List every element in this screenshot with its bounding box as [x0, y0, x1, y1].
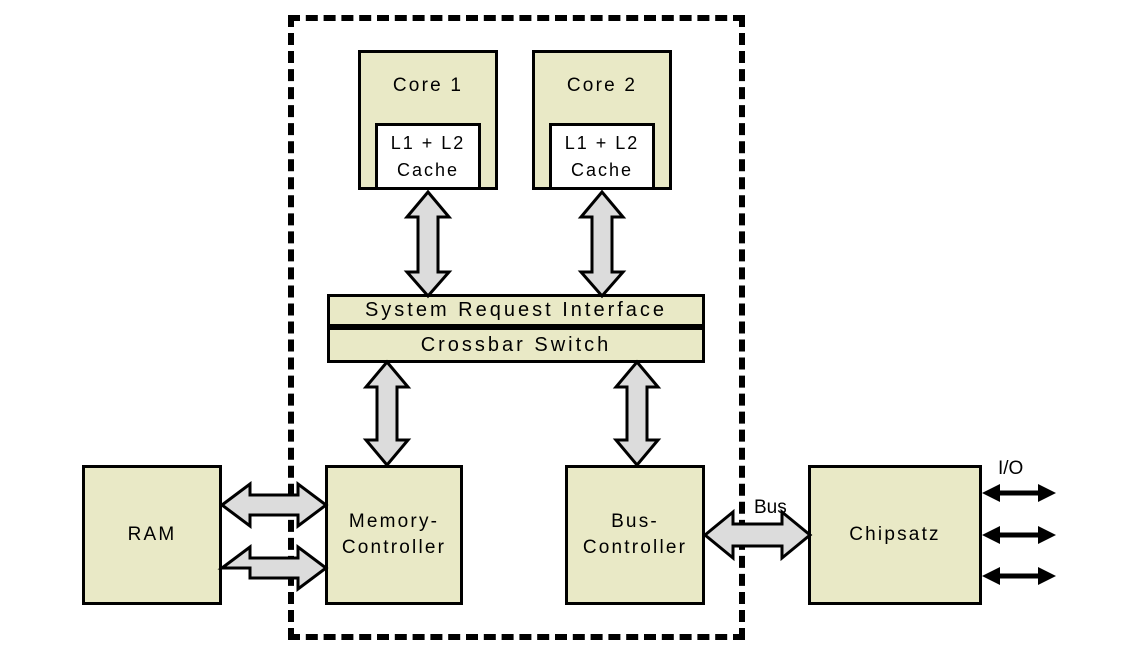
system-request-interface-block[interactable]: System Request Interface [327, 294, 705, 327]
io-caption: I/O [998, 458, 1024, 479]
bus-caption: Bus [754, 497, 787, 518]
arrow-chipset-io-1 [982, 484, 1056, 502]
chipset-block[interactable]: Chipsatz [808, 465, 982, 605]
core-2-cache-block[interactable]: L1 + L2 Cache [549, 123, 655, 190]
core-1-cache-label: L1 + L2 Cache [390, 133, 466, 180]
core-1-title: Core 1 [392, 75, 464, 96]
core-2-cache-label: L1 + L2 Cache [564, 133, 640, 180]
bus-controller-block[interactable]: Bus- Controller [565, 465, 705, 605]
bus-controller-label: Bus- Controller [582, 511, 688, 558]
arrow-chipset-io-2 [982, 526, 1056, 544]
chipset-label: Chipsatz [849, 524, 941, 546]
system-request-interface-label: System Request Interface [364, 299, 668, 321]
crossbar-switch-block[interactable]: Crossbar Switch [327, 327, 705, 363]
core-2-title: Core 2 [566, 75, 638, 96]
crossbar-switch-label: Crossbar Switch [420, 333, 612, 356]
arrow-chipset-io-3 [982, 567, 1056, 585]
ram-block[interactable]: RAM [82, 465, 222, 605]
ram-label: RAM [127, 524, 177, 546]
core-1-cache-block[interactable]: L1 + L2 Cache [375, 123, 481, 190]
memory-controller-block[interactable]: Memory- Controller [325, 465, 463, 605]
cpu-package-boundary [288, 15, 745, 640]
memory-controller-label: Memory- Controller [341, 511, 447, 558]
